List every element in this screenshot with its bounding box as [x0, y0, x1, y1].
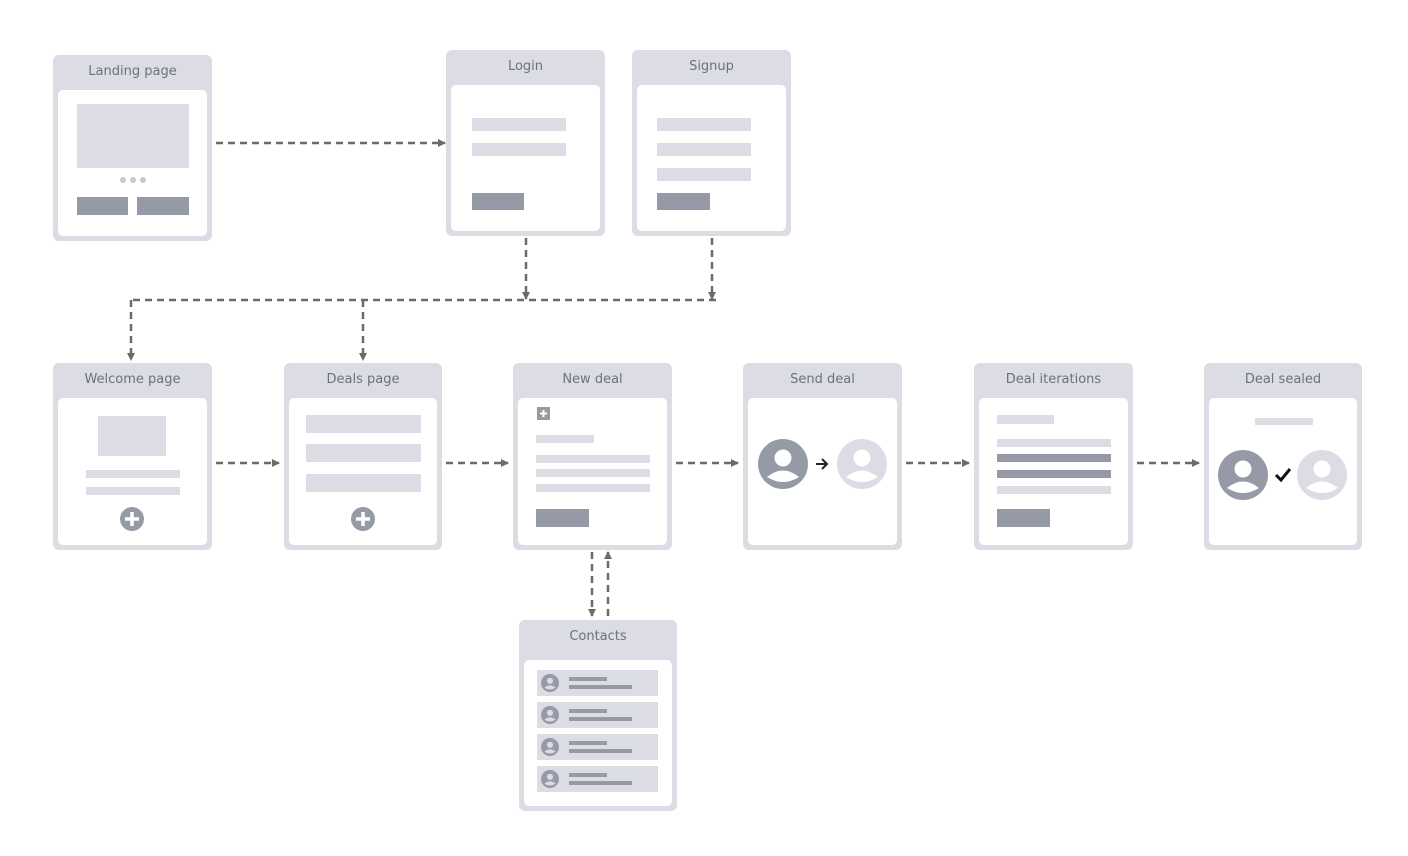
list-row-placeholder — [306, 474, 421, 492]
screen-title: Deal sealed — [1244, 372, 1322, 387]
screen-login: Login — [446, 50, 605, 236]
text-line-placeholder — [997, 415, 1054, 424]
contact-avatar-icon — [541, 674, 559, 692]
button-placeholder — [472, 193, 524, 210]
input-placeholder — [472, 143, 566, 156]
contact-name-placeholder — [569, 741, 607, 745]
screen-title: Landing page — [88, 64, 177, 79]
recipient-avatar-icon — [837, 439, 887, 489]
hero-image-placeholder — [77, 104, 189, 168]
contact-detail-placeholder — [569, 717, 632, 721]
text-line-placeholder — [86, 470, 180, 478]
carousel-dot — [130, 177, 136, 183]
input-placeholder — [657, 143, 751, 156]
text-line-placeholder — [1255, 418, 1313, 425]
screen-deal-iterations: Deal iterations — [974, 363, 1133, 550]
list-row-placeholder — [306, 415, 421, 433]
sender-avatar-icon — [758, 439, 808, 489]
screen-landing-page: Landing page — [53, 55, 212, 241]
input-placeholder — [472, 118, 566, 131]
carousel-dot — [120, 177, 126, 183]
add-square-icon — [537, 407, 550, 420]
screen-title: Signup — [689, 59, 734, 74]
text-line-highlight — [997, 470, 1111, 478]
screen-title: Contacts — [569, 629, 627, 644]
screen-body — [1209, 398, 1357, 545]
text-line-placeholder — [997, 439, 1111, 447]
text-line-placeholder — [997, 486, 1111, 494]
screen-deal-sealed: Deal sealed — [1204, 363, 1362, 550]
screen-welcome-page: Welcome page — [53, 363, 212, 550]
list-row-placeholder — [306, 444, 421, 462]
screen-new-deal: New deal — [513, 363, 672, 550]
screen-title: Welcome page — [84, 372, 181, 387]
screen-title: New deal — [562, 372, 623, 387]
button-placeholder — [536, 509, 589, 527]
image-placeholder — [98, 416, 166, 456]
text-line-placeholder — [536, 469, 650, 477]
screen-deals-page: Deals page — [284, 363, 442, 550]
screen-send-deal: Send deal — [743, 363, 902, 550]
text-line-highlight — [997, 454, 1111, 462]
text-line-placeholder — [536, 455, 650, 463]
recipient-avatar-icon — [1297, 450, 1347, 500]
screen-body — [979, 398, 1128, 545]
screen-contacts: Contacts — [519, 620, 677, 811]
screen-body — [58, 90, 207, 236]
add-icon — [351, 507, 375, 531]
input-placeholder — [657, 118, 751, 131]
contact-detail-placeholder — [569, 781, 632, 785]
sender-avatar-icon — [1218, 450, 1268, 500]
contact-avatar-icon — [541, 706, 559, 724]
add-icon — [120, 507, 144, 531]
contact-name-placeholder — [569, 677, 607, 681]
text-line-placeholder — [536, 435, 594, 443]
button-placeholder — [997, 509, 1050, 527]
text-line-placeholder — [86, 487, 180, 495]
contact-row — [537, 734, 658, 760]
screen-title: Send deal — [790, 372, 855, 387]
screen-body — [518, 398, 667, 545]
contact-row — [537, 702, 658, 728]
screen-title: Login — [507, 59, 544, 74]
contact-avatar-icon — [541, 770, 559, 788]
screen-body — [524, 660, 672, 806]
contact-avatar-icon — [541, 738, 559, 756]
screen-title: Deal iterations — [1005, 372, 1102, 387]
contact-name-placeholder — [569, 709, 607, 713]
button-placeholder — [137, 197, 189, 215]
contact-detail-placeholder — [569, 749, 632, 753]
screen-body — [58, 398, 207, 545]
screen-body — [451, 85, 600, 231]
button-placeholder — [657, 193, 710, 210]
screen-body — [748, 398, 897, 545]
checkmark-icon — [1274, 468, 1292, 483]
screen-body — [289, 398, 437, 545]
arrow-right-icon — [816, 458, 829, 470]
carousel-dot — [140, 177, 146, 183]
contact-row — [537, 670, 658, 696]
contact-detail-placeholder — [569, 685, 632, 689]
input-placeholder — [657, 168, 751, 181]
screen-body — [637, 85, 786, 231]
screen-title: Deals page — [326, 372, 400, 387]
text-line-placeholder — [536, 484, 650, 492]
screen-signup: Signup — [632, 50, 791, 236]
contact-name-placeholder — [569, 773, 607, 777]
contact-row — [537, 766, 658, 792]
button-placeholder — [77, 197, 128, 215]
